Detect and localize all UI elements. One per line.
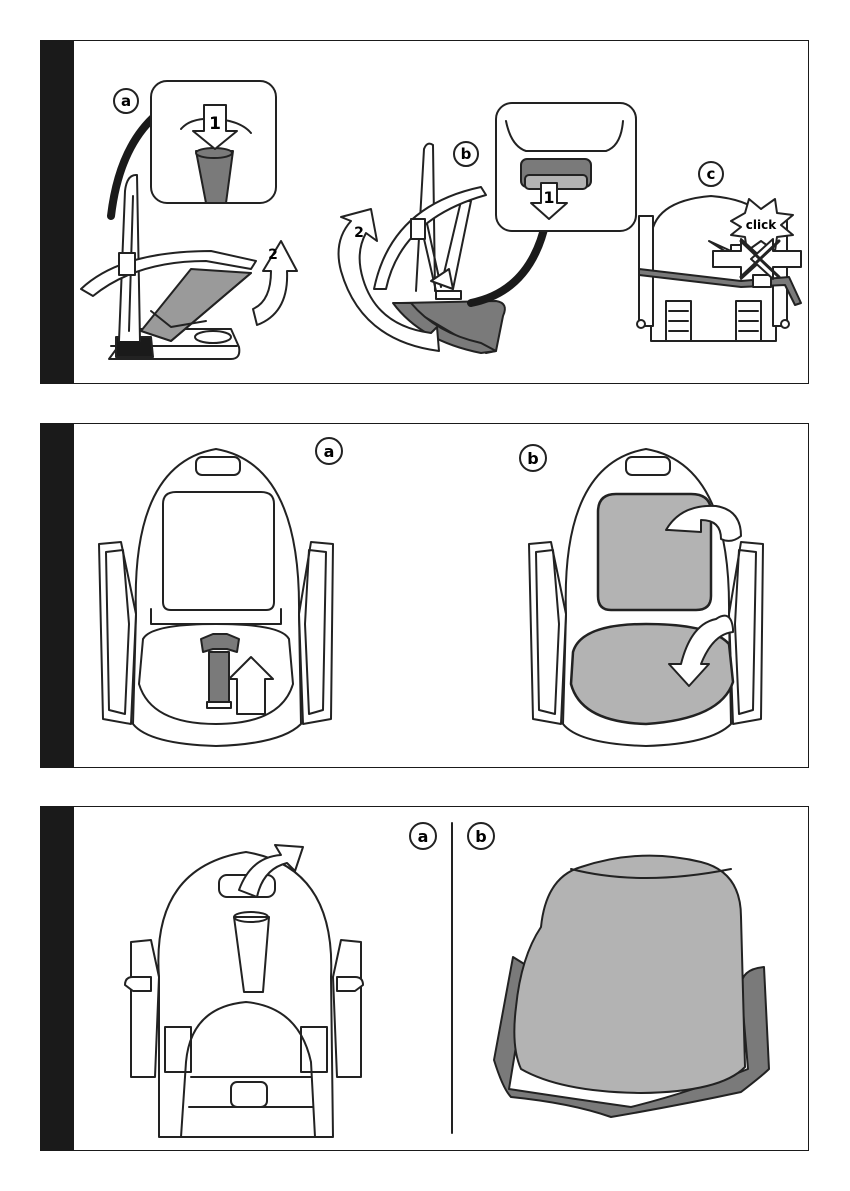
carry-bag-b	[494, 856, 769, 1117]
panel-1-illustration: a b c 1 2 2 1 click	[41, 41, 810, 385]
label-b-text: b	[461, 145, 472, 163]
label-c-badge: c	[699, 162, 723, 186]
label-b-text: b	[475, 827, 486, 846]
label-c-text: c	[707, 165, 716, 183]
step-1-text: 1	[209, 114, 221, 134]
chair-front-view-c	[637, 196, 801, 341]
chair-top-view-b	[529, 449, 763, 746]
label-a-text: a	[418, 827, 429, 846]
panel-3-illustration: a b	[41, 807, 810, 1152]
label-b-badge: b	[454, 142, 478, 166]
step-2b-text: 2	[354, 225, 364, 241]
label-b-badge: b	[468, 823, 494, 849]
label-a-badge: a	[316, 438, 342, 464]
step-panel-2: a b	[40, 423, 809, 768]
label-a-badge: a	[114, 89, 138, 113]
step-panel-1: a b c 1 2 2 1 click	[40, 40, 809, 384]
click-callout-text: click	[746, 218, 777, 232]
label-a-text: a	[324, 442, 335, 461]
step-2-text: 2	[268, 247, 278, 263]
panel-2-illustration: a b	[41, 424, 810, 769]
chair-top-view-a	[99, 449, 333, 746]
step-panel-3: a b	[40, 806, 809, 1151]
label-b-badge: b	[520, 445, 546, 471]
label-a-badge: a	[410, 823, 436, 849]
step-1b-text: 1	[543, 188, 554, 207]
label-a-text: a	[121, 92, 131, 110]
label-b-text: b	[527, 449, 538, 468]
folded-chair-a	[125, 845, 363, 1137]
